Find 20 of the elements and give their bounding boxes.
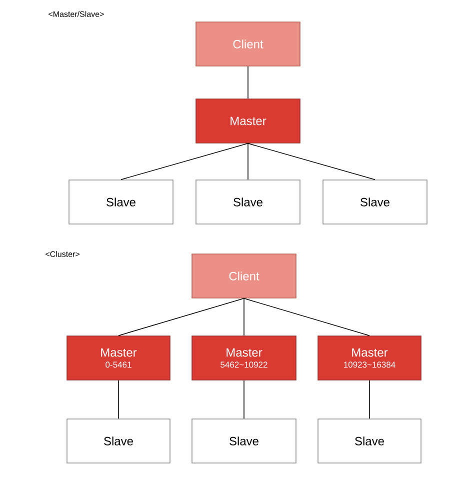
- connector-line: [244, 298, 370, 336]
- master-box: Master 0-5461: [66, 336, 170, 380]
- section-heading: <Cluster>: [46, 251, 80, 257]
- slave-box: Slave: [318, 418, 422, 464]
- slave-box: Slave: [196, 180, 300, 224]
- slave-box: Slave: [192, 418, 296, 464]
- connector-line: [369, 380, 370, 419]
- master-box: Master: [196, 98, 300, 144]
- section-heading: <Master/Slave>: [48, 11, 104, 17]
- connector-line: [118, 380, 119, 419]
- connector-line: [120, 143, 248, 180]
- client-box: Client: [196, 22, 300, 66]
- client-box: Client: [192, 254, 296, 298]
- slave-box: Slave: [68, 180, 174, 224]
- master-box: Master 10923~16384: [318, 336, 422, 380]
- connector-line: [248, 143, 376, 180]
- slave-box: Slave: [322, 180, 428, 224]
- master-box: Master 5462~10922: [192, 336, 296, 380]
- slave-box: Slave: [66, 418, 170, 464]
- connector-line: [118, 298, 244, 336]
